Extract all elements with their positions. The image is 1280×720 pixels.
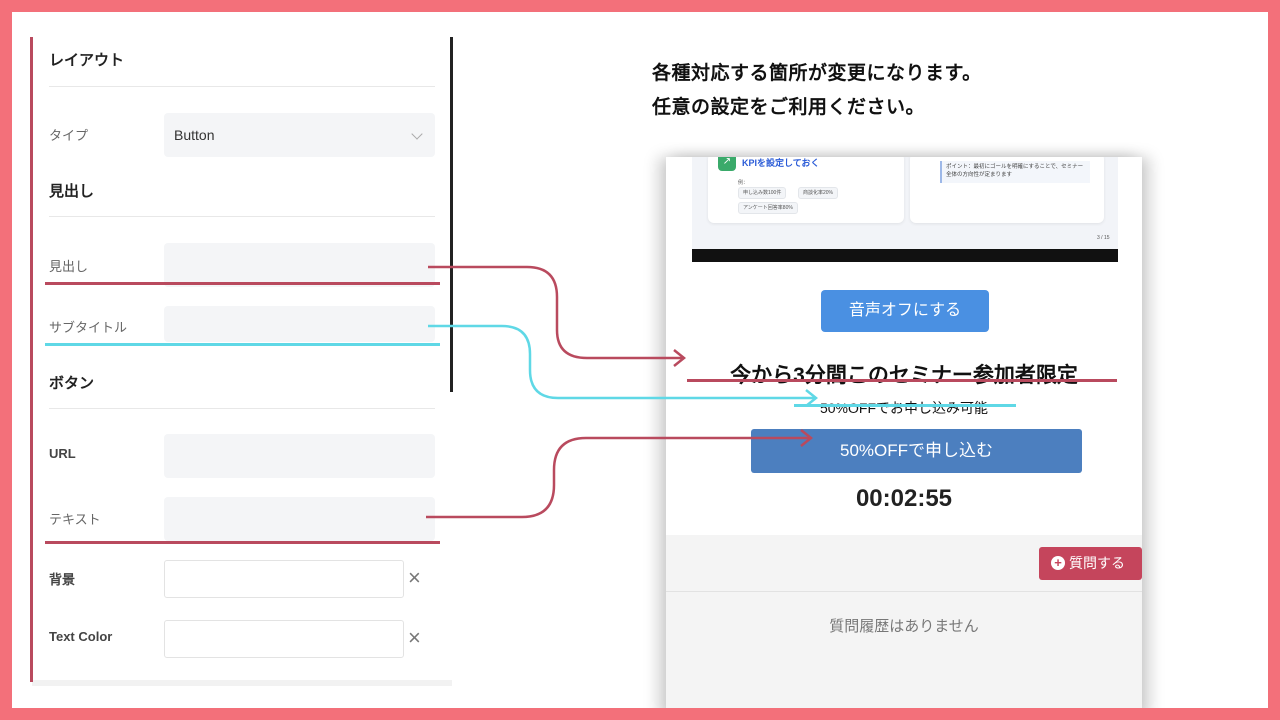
qa-area: + 質問する 質問履歴はありません — [666, 535, 1142, 708]
chart-up-icon: ↗ — [718, 157, 736, 171]
video-control-bar[interactable] — [692, 249, 1118, 262]
type-select-value: Button — [174, 127, 215, 143]
clear-background-icon[interactable]: × — [408, 565, 421, 590]
connector-arrows — [426, 265, 819, 519]
panel-accent-bar — [30, 37, 33, 682]
heading-label: 見出し — [49, 259, 89, 274]
url-input[interactable] — [164, 434, 435, 478]
clear-text-color-icon[interactable]: × — [408, 625, 421, 650]
chip: アンケート回答率80% — [738, 202, 798, 214]
background-label: 背景 — [49, 572, 76, 587]
text-label: テキスト — [49, 512, 101, 527]
url-label: URL — [49, 446, 76, 461]
headline-underline — [687, 379, 1117, 382]
separator — [49, 408, 435, 409]
text-input[interactable] — [164, 497, 435, 541]
heading-connector — [428, 265, 682, 360]
empty-history-text: 質問履歴はありません — [829, 618, 979, 635]
tip-text: ポイント：最初にゴールを明確にすることで、セミナー全体の方向性が定まります — [940, 161, 1090, 183]
subtitle-connector — [428, 324, 814, 400]
countdown-timer: 00:02:55 — [855, 485, 953, 512]
ask-question-button[interactable]: + 質問する — [1039, 547, 1142, 580]
plus-circle-icon: + — [1051, 556, 1065, 570]
subtitle-highlight-line — [45, 343, 440, 346]
apply-button[interactable]: 50%OFFで申し込む — [751, 429, 1082, 473]
type-select[interactable]: Button — [164, 113, 435, 157]
tip-card: ポイント：最初にゴールを明確にすることで、セミナー全体の方向性が定まります — [910, 157, 1104, 223]
video-slide: ↗ KPIを設定しておく 例： 申し込み数100件 商談化率20% アンケート回… — [692, 157, 1118, 249]
annotation-line-2: 任意の設定をご利用ください。 — [652, 97, 926, 118]
chip: 商談化率20% — [798, 187, 839, 199]
chip: 申し込み数100件 — [738, 187, 787, 199]
separator — [49, 86, 435, 87]
text-color-input[interactable] — [164, 620, 404, 658]
heading-input[interactable] — [164, 243, 435, 287]
text-color-label: Text Color — [49, 629, 113, 644]
slide-page-number: 3 / 15 — [1097, 235, 1110, 241]
layout-section-title: レイアウト — [49, 52, 125, 69]
subtitle-underline — [794, 404, 1016, 407]
heading-section-title: 見出し — [49, 183, 95, 200]
separator — [49, 216, 435, 217]
arrow-head-icon — [805, 389, 819, 407]
arrow-head-icon — [800, 429, 814, 447]
button-section-title: ボタン — [49, 375, 95, 392]
arrow-head-icon — [673, 349, 687, 367]
heading-highlight-line — [45, 282, 440, 285]
mobile-preview: ↗ KPIを設定しておく 例： 申し込み数100件 商談化率20% アンケート回… — [666, 157, 1142, 708]
text-connector — [426, 436, 809, 519]
panel-divider — [450, 37, 453, 392]
slide-canvas: 各種対応する箇所が変更になります。 任意の設定をご利用ください。 レイアウト タ… — [12, 12, 1268, 708]
separator — [666, 591, 1142, 592]
subtitle-label: サブタイトル — [49, 320, 128, 335]
audio-off-button[interactable]: 音声オフにする — [821, 290, 989, 332]
subtitle-input[interactable] — [164, 306, 435, 342]
settings-panel: レイアウト タイプ Button 見出し 見出し サブタイトル ボタン URL … — [32, 37, 452, 697]
kpi-title: KPIを設定しておく — [742, 158, 820, 168]
type-label: タイプ — [49, 128, 89, 143]
ask-question-label: 質問する — [1069, 555, 1125, 571]
text-highlight-line — [45, 541, 440, 544]
panel-footer — [32, 680, 452, 686]
background-color-input[interactable] — [164, 560, 404, 598]
kpi-card: ↗ KPIを設定しておく 例： 申し込み数100件 商談化率20% アンケート回… — [708, 157, 904, 223]
example-label: 例： — [738, 180, 749, 186]
annotation-line-1: 各種対応する箇所が変更になります。 — [652, 63, 982, 84]
